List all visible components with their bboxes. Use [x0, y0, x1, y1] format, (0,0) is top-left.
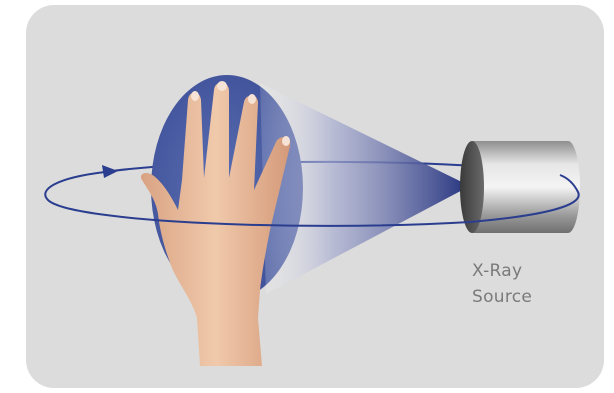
source-label-line2: Source: [472, 284, 562, 310]
xray-beam: [260, 83, 470, 294]
source-label-line1: X-Ray: [472, 258, 562, 284]
xray-source: [460, 141, 580, 233]
xray-tube-icon: [472, 141, 580, 233]
orbit-arrow-icon: [102, 165, 118, 178]
xray-source-label: X-Ray Source: [472, 258, 562, 310]
